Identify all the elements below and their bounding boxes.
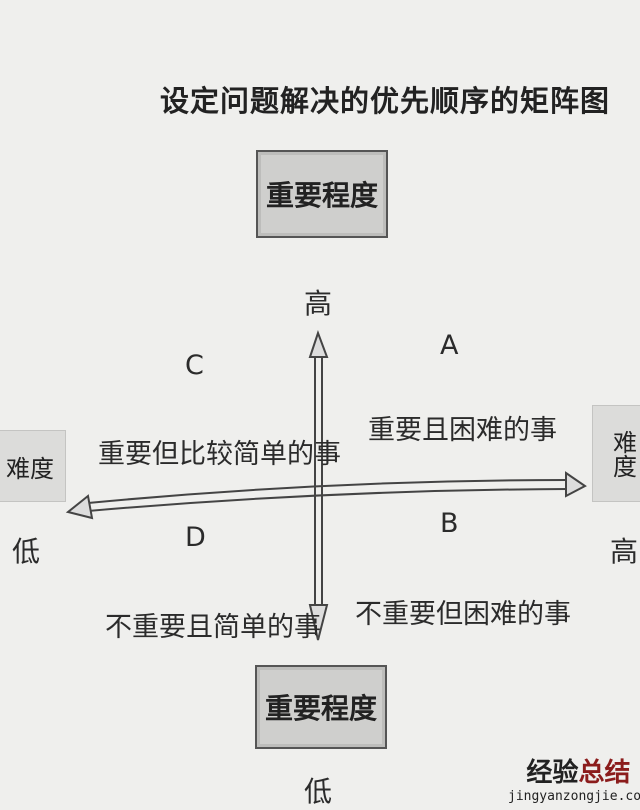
vertical-axis-arrow	[308, 330, 329, 641]
quadrant-b-letter: B	[440, 508, 459, 539]
quadrant-b-text: 不重要但困难的事	[355, 599, 571, 630]
quadrant-d-letter: D	[185, 522, 206, 553]
importance-high-label: 高	[304, 287, 333, 320]
importance-low-label: 低	[304, 775, 333, 808]
watermark-logo: 经验总结 jingyanzongjie.com	[508, 758, 640, 804]
quadrant-a-letter: A	[440, 330, 459, 361]
horizontal-axis-arrow	[65, 471, 587, 520]
quadrant-a-text: 重要且困难的事	[368, 415, 557, 446]
quadrant-c-letter: C	[185, 350, 204, 381]
importance-axis-label-bottom: 重要程度	[255, 665, 387, 749]
difficulty-axis-label-left: 难度	[0, 430, 66, 502]
diagram-title: 设定问题解决的优先顺序的矩阵图	[160, 84, 611, 118]
difficulty-low-label: 低	[12, 535, 41, 568]
quadrant-d-text: 不重要且简单的事	[105, 612, 321, 643]
quadrant-c-text: 重要但比较简单的事	[98, 439, 341, 470]
difficulty-high-label: 高	[610, 535, 639, 568]
difficulty-axis-label-right: 难度	[592, 405, 640, 502]
importance-axis-label-top: 重要程度	[256, 150, 388, 238]
